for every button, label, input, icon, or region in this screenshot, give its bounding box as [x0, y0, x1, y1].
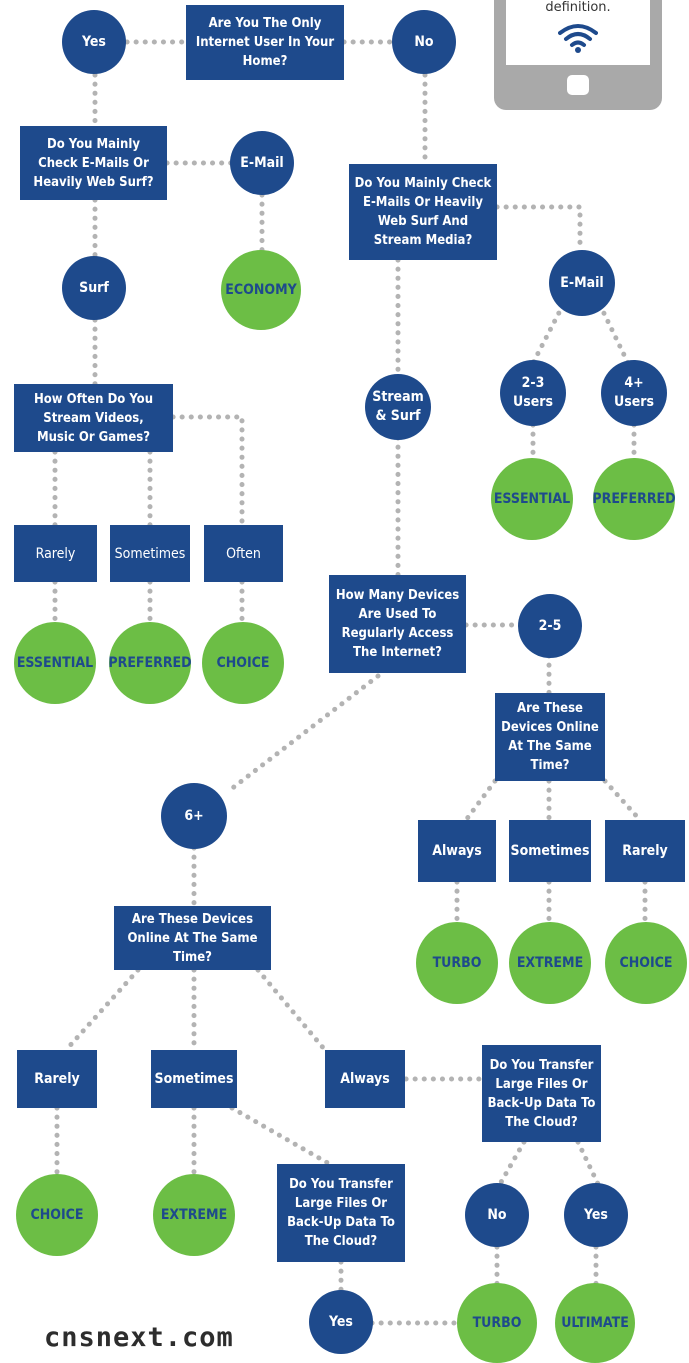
outcome-preferred: PREFERRED: [108, 622, 192, 704]
answer-surf: Surf: [62, 256, 126, 320]
option-sometimes: Sometimes: [151, 1050, 237, 1108]
option-rarely: Rarely: [17, 1050, 97, 1108]
outcome-preferred: PREFERRED: [592, 458, 676, 540]
question-email-surf-stream: Do You Mainly Check E-Mails Or Heavily W…: [349, 164, 497, 260]
outcome-extreme: EXTREME: [153, 1174, 235, 1256]
answer-4-plus-users: 4+ Users: [601, 360, 667, 426]
option-always: Always: [325, 1050, 405, 1108]
outcome-choice: CHOICE: [202, 622, 284, 704]
option-sometimes: Sometimes: [110, 525, 190, 582]
phone-screen: definition.: [506, 0, 650, 65]
option-rarely: Rarely: [605, 820, 685, 882]
option-always: Always: [418, 820, 496, 882]
answer-6-plus-devices: 6+: [161, 783, 227, 849]
outcome-essential: ESSENTIAL: [14, 622, 96, 704]
answer-yes: Yes: [564, 1183, 628, 1247]
question-email-or-surf: Do You Mainly Check E-Mails Or Heavily W…: [20, 126, 167, 200]
question-online-same-time: Are These Devices Online At The Same Tim…: [114, 906, 271, 970]
option-rarely: Rarely: [14, 525, 97, 582]
outcome-ultimate: ULTIMATE: [555, 1283, 635, 1363]
outcome-extreme: EXTREME: [509, 922, 591, 1004]
option-sometimes: Sometimes: [509, 820, 591, 882]
answer-email-left: E-Mail: [230, 131, 294, 195]
question-online-same-time: Are These Devices Online At The Same Tim…: [495, 693, 605, 781]
outcome-turbo: TURBO: [416, 922, 498, 1004]
phone-home-button: [567, 75, 589, 95]
question-transfer-files: Do You Transfer Large Files Or Back-Up D…: [482, 1045, 601, 1142]
answer-yes: Yes: [62, 10, 126, 74]
brand-logo: cnsnext.com: [44, 1322, 234, 1353]
outcome-economy: ECONOMY: [221, 250, 301, 330]
question-how-many-devices: How Many Devices Are Used To Regularly A…: [329, 575, 466, 673]
phone-illustration: definition.: [494, 0, 662, 110]
answer-2-3-users: 2-3 Users: [500, 360, 566, 426]
question-only-user: Are You The Only Internet User In Your H…: [186, 5, 344, 80]
outcome-turbo: TURBO: [457, 1283, 537, 1363]
option-often: Often: [204, 525, 283, 582]
wifi-icon: [558, 24, 598, 53]
phone-caption: definition.: [545, 0, 611, 15]
answer-no: No: [465, 1183, 529, 1247]
question-stream-frequency: How Often Do You Stream Videos, Music Or…: [14, 384, 173, 452]
question-transfer-files: Do You Transfer Large Files Or Back-Up D…: [277, 1164, 405, 1262]
outcome-essential: ESSENTIAL: [491, 458, 573, 540]
answer-email-right: E-Mail: [549, 250, 615, 316]
answer-no: No: [392, 10, 456, 74]
outcome-choice: CHOICE: [16, 1174, 98, 1256]
answer-2-5-devices: 2-5: [518, 594, 582, 658]
outcome-choice: CHOICE: [605, 922, 687, 1004]
answer-yes: Yes: [309, 1290, 373, 1354]
answer-stream-and-surf: Stream & Surf: [365, 374, 431, 440]
